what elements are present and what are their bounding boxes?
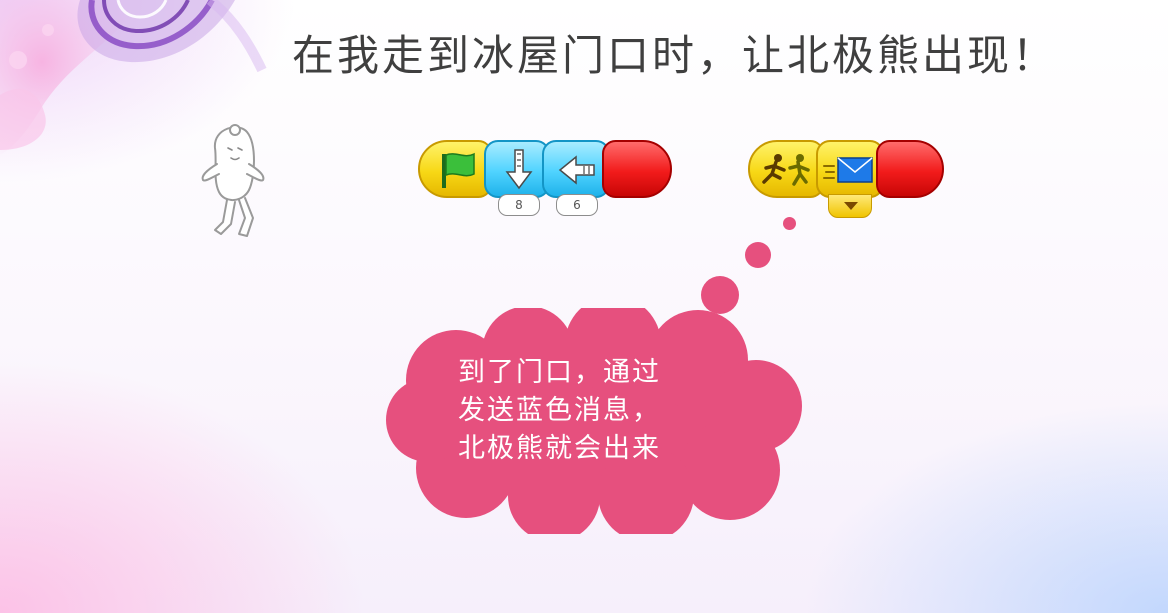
walker-script[interactable]: 8 6 xyxy=(418,140,672,216)
thought-dot-small xyxy=(783,217,796,230)
decorative-swirl xyxy=(0,0,267,155)
bump-runners-icon xyxy=(762,154,810,186)
chevron-down-icon xyxy=(844,202,858,210)
thought-dot-large xyxy=(701,276,739,314)
move-left-count[interactable]: 6 xyxy=(556,194,598,216)
envelope-icon xyxy=(823,157,873,183)
message-color-dropdown[interactable] xyxy=(828,194,872,218)
walker-character-icon xyxy=(201,124,265,237)
end-block[interactable] xyxy=(876,140,944,198)
start-on-bump-block[interactable] xyxy=(748,140,824,198)
arrow-left-icon xyxy=(558,155,595,185)
end-block[interactable] xyxy=(602,140,672,198)
thought-cloud xyxy=(386,308,802,534)
bear-script[interactable] xyxy=(748,140,944,220)
arrow-down-icon xyxy=(505,149,533,190)
green-flag-trigger-block[interactable] xyxy=(418,140,492,198)
green-flag-icon xyxy=(442,152,475,188)
move-down-count[interactable]: 8 xyxy=(498,194,540,216)
thought-dot-medium xyxy=(745,242,771,268)
move-down-block[interactable]: 8 xyxy=(484,140,550,216)
move-left-block[interactable]: 6 xyxy=(542,140,610,216)
send-message-block[interactable] xyxy=(816,140,884,218)
cloud-message: 到了门口，通过 发送蓝色消息， 北极熊就会出来 xyxy=(458,357,661,464)
slide-title: 在我走到冰屋门口时，让北极熊出现！ xyxy=(292,31,1058,80)
